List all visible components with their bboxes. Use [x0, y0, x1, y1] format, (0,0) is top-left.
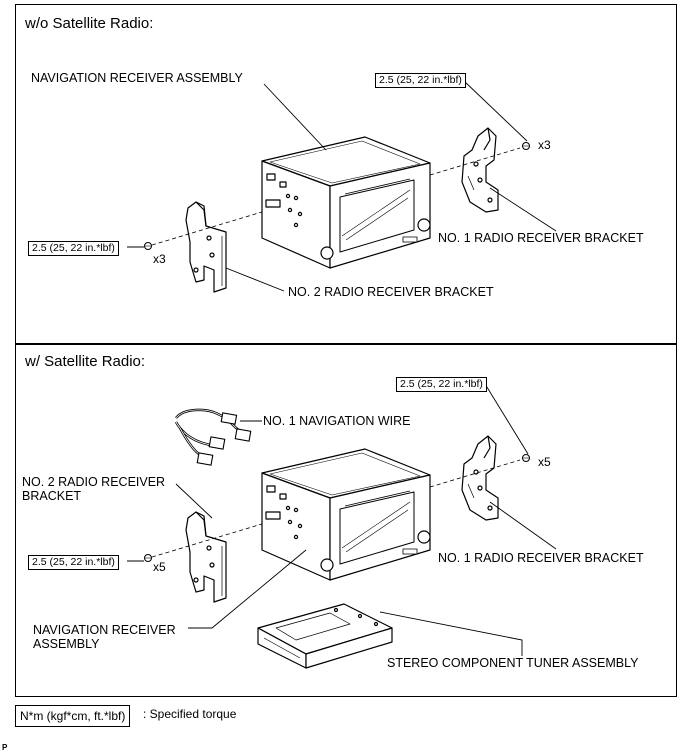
label-tuner-assembly: STEREO COMPONENT TUNER ASSEMBLY — [387, 656, 639, 670]
footer-code: P — [2, 743, 8, 752]
bolt-count: x5 — [538, 455, 551, 469]
label-navigation-receiver-line2: ASSEMBLY — [33, 637, 100, 651]
bolt-count: x3 — [153, 252, 166, 266]
panel-title: w/o Satellite Radio: — [25, 15, 154, 32]
torque-spec-box: 2.5 (25, 22 in.*lbf) — [375, 73, 466, 88]
torque-spec-box: 2.5 (25, 22 in.*lbf) — [28, 241, 119, 256]
label-navigation-receiver: NAVIGATION RECEIVER ASSEMBLY — [31, 71, 243, 85]
label-no2-bracket-line2: BRACKET — [22, 489, 82, 503]
legend-description: : Specified torque — [143, 707, 237, 721]
legend-unit-box: N*m (kgf*cm, ft.*lbf) — [15, 705, 131, 727]
label-no2-bracket-line1: NO. 2 RADIO RECEIVER — [22, 475, 166, 489]
label-no2-bracket: NO. 2 RADIO RECEIVER BRACKET — [288, 285, 494, 299]
label-navigation-receiver-line1: NAVIGATION RECEIVER — [33, 623, 176, 637]
torque-spec-box: 2.5 (25, 22 in.*lbf) — [396, 377, 487, 392]
label-no1-bracket: NO. 1 RADIO RECEIVER BRACKET — [438, 551, 644, 565]
label-no1-bracket: NO. 1 RADIO RECEIVER BRACKET — [438, 231, 644, 245]
torque-spec-box: 2.5 (25, 22 in.*lbf) — [28, 555, 119, 570]
bolt-count: x5 — [153, 560, 166, 574]
label-navigation-wire: NO. 1 NAVIGATION WIRE — [263, 414, 411, 428]
panel-with-satellite-radio: w/ Satellite Radio: — [15, 344, 677, 697]
bolt-count: x3 — [538, 138, 551, 152]
panel-title: w/ Satellite Radio: — [25, 353, 146, 370]
